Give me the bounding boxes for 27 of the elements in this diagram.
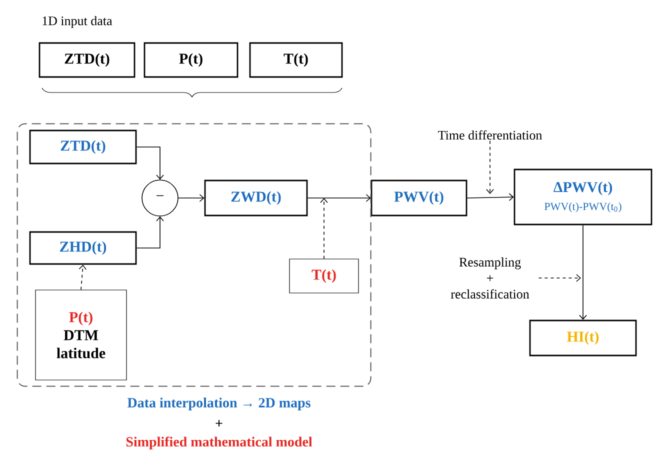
arrow xyxy=(307,194,371,202)
annotation-text: Time differentiation xyxy=(438,130,542,140)
annotation-text: Resampling + reclassification xyxy=(450,257,530,299)
input-box: T(t) xyxy=(249,42,343,78)
caption-text: Data interpolation → 2D maps xyxy=(127,398,310,410)
caption-text: + xyxy=(216,420,222,427)
arrow xyxy=(486,140,494,194)
arrow xyxy=(78,264,87,290)
process-box: PWV(t) xyxy=(370,180,468,216)
arrow xyxy=(136,216,164,248)
process-box: ZHD(t) xyxy=(29,231,137,265)
arrow xyxy=(178,194,204,202)
arrow xyxy=(579,224,587,320)
heading-text: 1D input data xyxy=(42,16,112,28)
arrow xyxy=(466,193,514,201)
process-box: ZTD(t) xyxy=(29,130,137,164)
process-box: ZWD(t) xyxy=(204,180,308,216)
input-box: ZTD(t) xyxy=(38,42,136,78)
output-box: HI(t) xyxy=(529,320,637,356)
input-box: T(t) xyxy=(289,258,359,294)
input-box: P(t) DTM latitude xyxy=(35,290,127,380)
arrow xyxy=(320,198,328,260)
caption-text: Simplified mathematical model xyxy=(126,436,312,450)
process-box: ΔPWV(t) PWV(t)-PWV(t$_{0}$) xyxy=(514,168,652,226)
arrow xyxy=(136,146,164,180)
input-box: P(t) xyxy=(144,42,238,78)
arrow xyxy=(538,274,581,282)
